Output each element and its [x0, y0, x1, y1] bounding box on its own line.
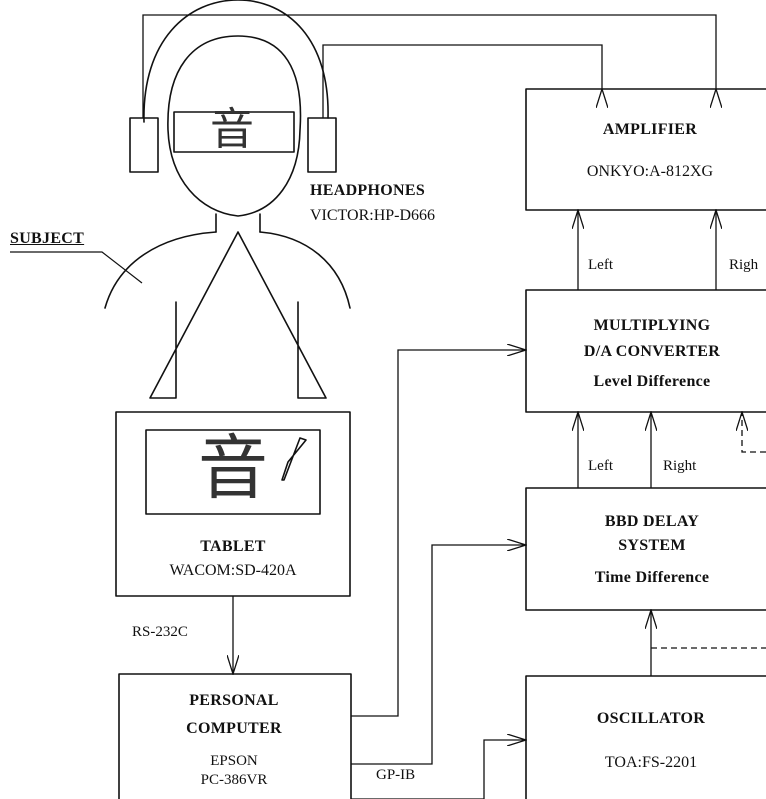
oscillator-model: TOA:FS-2201 — [605, 755, 697, 771]
tablet-model: WACOM:SD-420A — [169, 563, 296, 579]
left-earcup — [130, 118, 158, 172]
computer-title-2: COMPUTER — [186, 721, 282, 737]
computer-model-2: PC-386VR — [201, 773, 268, 788]
amplifier-title: AMPLIFIER — [603, 122, 697, 138]
subject-leader-line — [10, 252, 142, 283]
amplifier-model: ONKYO:A-812XG — [587, 164, 713, 180]
oscillator-title: OSCILLATOR — [597, 711, 705, 727]
bbd-right-label: Right — [663, 459, 696, 474]
visor-glyph: 音 — [210, 108, 254, 152]
computer-to-bbd — [351, 545, 526, 764]
headphones-model: VICTOR:HP-D666 — [310, 208, 435, 224]
amp-to-left-earcup — [323, 45, 602, 118]
rs232-label: RS-232C — [132, 625, 188, 640]
multiplier-title-2: D/A CONVERTER — [584, 344, 720, 360]
shoulder-right — [260, 232, 350, 308]
tablet-glyph: 音 — [198, 433, 268, 503]
tablet-title: TABLET — [200, 539, 266, 555]
upward-arrow — [150, 232, 326, 398]
computer-model-1: EPSON — [210, 754, 258, 769]
tablet-pen — [282, 438, 306, 480]
gpib-label: GP-IB — [376, 768, 415, 783]
bbd-left-label: Left — [588, 459, 613, 474]
multiplier-title-1: MULTIPLYING — [594, 318, 711, 334]
multiplier-function: Level Difference — [594, 374, 711, 390]
subject-label: SUBJECT — [10, 231, 84, 247]
shoulder-left — [105, 232, 216, 308]
dashed-control-to-multiplier — [742, 412, 766, 452]
computer-to-multiplier — [351, 350, 526, 716]
bbd-function: Time Difference — [595, 570, 710, 586]
right-earcup — [308, 118, 336, 172]
amp-left-label: Left — [588, 258, 613, 273]
computer-title-1: PERSONAL — [189, 693, 279, 709]
oscillator-box — [526, 676, 766, 799]
headphones-title: HEADPHONES — [310, 183, 425, 199]
bbd-title-1: BBD DELAY — [605, 514, 699, 530]
amp-to-right-earcup — [143, 15, 716, 118]
amp-right-label: Righ — [729, 258, 758, 273]
bbd-title-2: SYSTEM — [618, 538, 686, 554]
amplifier-box — [526, 89, 766, 210]
